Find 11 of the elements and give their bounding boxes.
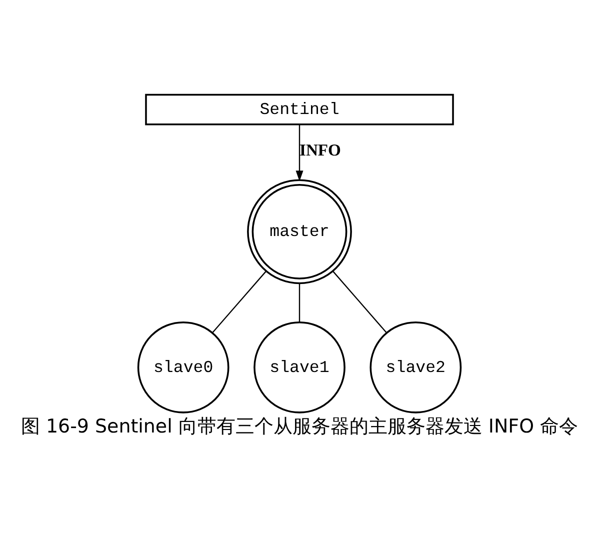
connector [212, 270, 267, 332]
node-circle: slave1 [254, 320, 346, 413]
node-circle: master [247, 178, 352, 284]
caption: 图 16-9 Sentinel 向带有三个从服务器的主服务器发送 INFO 命令 [20, 414, 578, 437]
node-box: Sentinel [145, 93, 454, 125]
connector [298, 282, 300, 322]
connector [332, 270, 387, 332]
node-circle: slave2 [370, 320, 462, 413]
arrow [296, 124, 304, 181]
edge-label: INFO [300, 140, 341, 159]
node-circle: slave0 [137, 320, 230, 413]
